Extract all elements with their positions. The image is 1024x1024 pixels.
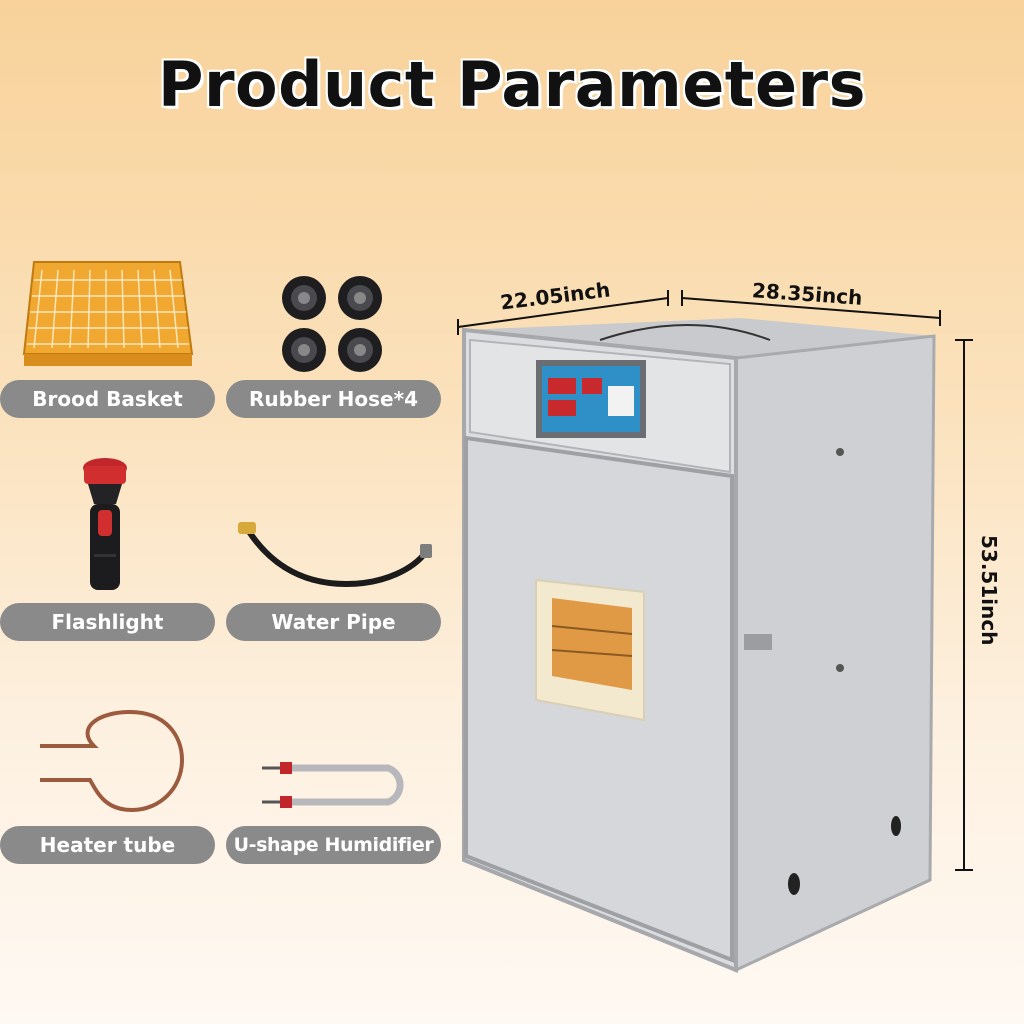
water-pipe-label: Water Pipe — [226, 603, 441, 641]
page-title: Product Parameters — [158, 48, 866, 121]
heater-tube-icon — [40, 709, 185, 813]
incubator-cabinet-image — [462, 318, 936, 973]
u-shape-humidifier-icon — [262, 762, 404, 808]
brood-basket-label: Brood Basket — [0, 380, 215, 418]
water-pipe-icon — [238, 522, 432, 588]
flashlight-label: Flashlight — [0, 603, 215, 641]
u-shape-humidifier-label: U-shape Humidifier — [226, 826, 441, 864]
rubber-hose-label: Rubber Hose*4 — [226, 380, 441, 418]
heater-tube-label: Heater tube — [0, 826, 215, 864]
rubber-hose-icon — [282, 276, 382, 372]
dimension-height: 53.51inch — [977, 535, 1001, 646]
brood-basket-icon — [22, 261, 194, 366]
flashlight-icon — [83, 458, 127, 590]
